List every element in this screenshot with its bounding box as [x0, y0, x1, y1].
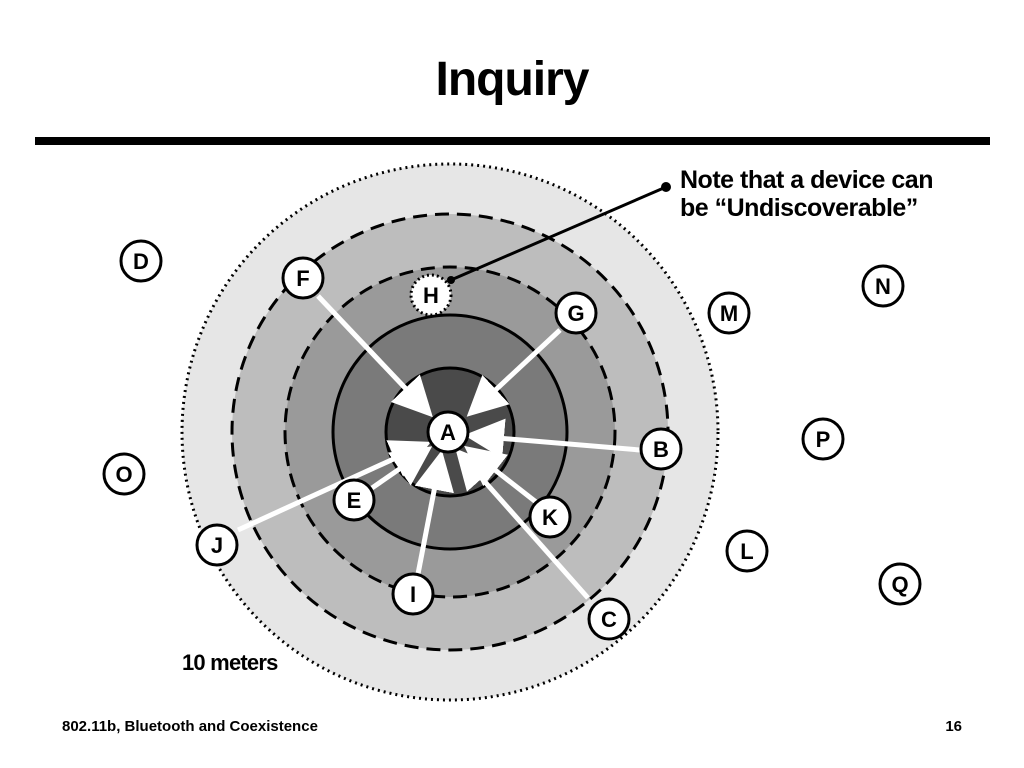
undiscoverable-note: Note that a device can be “Undiscoverabl… [680, 166, 933, 222]
arrow-b-to-a [464, 418, 641, 459]
note-pointer-line [450, 185, 667, 282]
node-label-n: N [875, 274, 891, 299]
title-divider [35, 137, 990, 145]
arrow-g-to-a [466, 328, 562, 417]
device-node-d: D [119, 239, 163, 283]
page-number: 16 [945, 718, 962, 735]
device-node-m: M [707, 291, 751, 335]
arrow-i-to-a [414, 450, 454, 575]
node-label-h: H [423, 283, 439, 308]
device-node-n: N [861, 264, 905, 308]
node-label-f: F [296, 266, 309, 291]
node-label-a: A [440, 420, 456, 445]
arrow-f-to-a [316, 294, 433, 418]
note-pointer-dot-end [661, 182, 671, 192]
node-label-k: K [542, 505, 558, 530]
device-node-q: Q [878, 562, 922, 606]
device-node-j: J [195, 523, 239, 567]
device-node-e: E [332, 478, 376, 522]
node-label-e: E [347, 488, 362, 513]
device-node-o: O [102, 452, 146, 496]
range-scale-label: 10 meters [182, 650, 278, 675]
node-label-o: O [115, 462, 132, 487]
footer-text: 802.11b, Bluetooth and Coexistence [62, 718, 318, 735]
node-label-m: M [720, 301, 738, 326]
device-node-f: F [281, 256, 325, 300]
device-node-g: G [554, 291, 598, 335]
device-node-c: C [587, 597, 631, 641]
node-label-i: I [410, 582, 416, 607]
node-label-p: P [816, 427, 831, 452]
note-line-1: Note that a device can [680, 166, 933, 194]
note-pointer-dot-start [447, 276, 455, 284]
arrow-c-to-a [455, 448, 590, 600]
slide-title: Inquiry [435, 53, 589, 106]
node-label-b: B [653, 437, 669, 462]
device-node-p: P [801, 417, 845, 461]
node-label-q: Q [891, 572, 908, 597]
device-node-k: K [528, 495, 572, 539]
node-label-c: C [601, 607, 617, 632]
node-label-j: J [211, 533, 223, 558]
device-node-h-undiscoverable: H [409, 273, 453, 317]
node-label-g: G [567, 301, 584, 326]
inquiry-arrows [236, 294, 641, 600]
device-node-a: A [426, 410, 470, 454]
device-node-b: B [639, 427, 683, 471]
device-node-i: I [391, 572, 435, 616]
node-label-l: L [740, 539, 753, 564]
device-node-l: L [725, 529, 769, 573]
note-line-2: be “Undiscoverable” [680, 194, 918, 222]
node-label-d: D [133, 249, 149, 274]
